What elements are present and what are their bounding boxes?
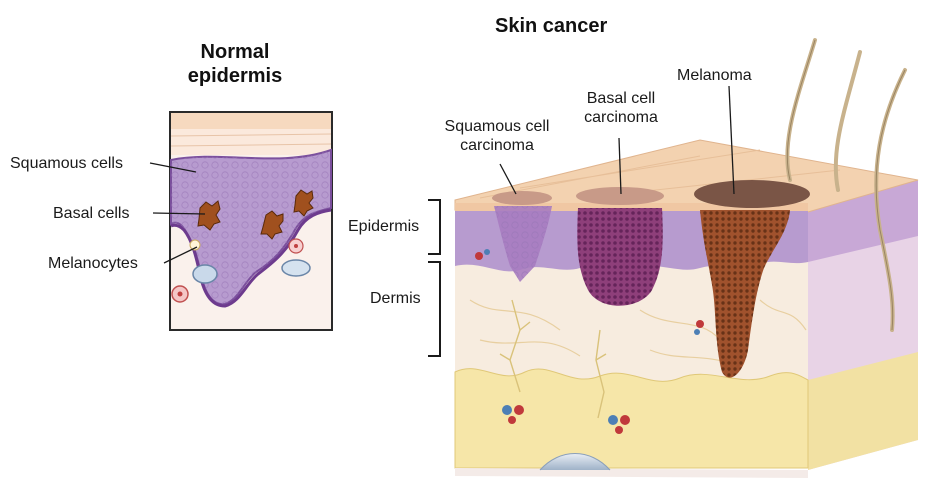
label-dermis: Dermis <box>370 289 421 308</box>
skin-cancer-title: Skin cancer <box>495 14 607 38</box>
skin-cancer-block <box>455 40 918 478</box>
label-melanocytes: Melanocytes <box>48 254 138 273</box>
label-squamous-cells: Squamous cells <box>10 154 123 173</box>
normal-epidermis-title: Normal epidermis <box>160 40 310 88</box>
normal-epidermis-inset <box>170 112 332 330</box>
subcutaneous-fat <box>455 369 808 468</box>
label-squamous-cell-carcinoma: Squamous cell carcinoma <box>418 117 576 155</box>
label-epidermis: Epidermis <box>348 217 419 236</box>
layer-brackets <box>428 200 440 356</box>
label-melanoma: Melanoma <box>677 66 752 85</box>
label-basal-cell-carcinoma: Basal cell carcinoma <box>565 89 677 127</box>
label-basal-cells: Basal cells <box>53 204 129 223</box>
